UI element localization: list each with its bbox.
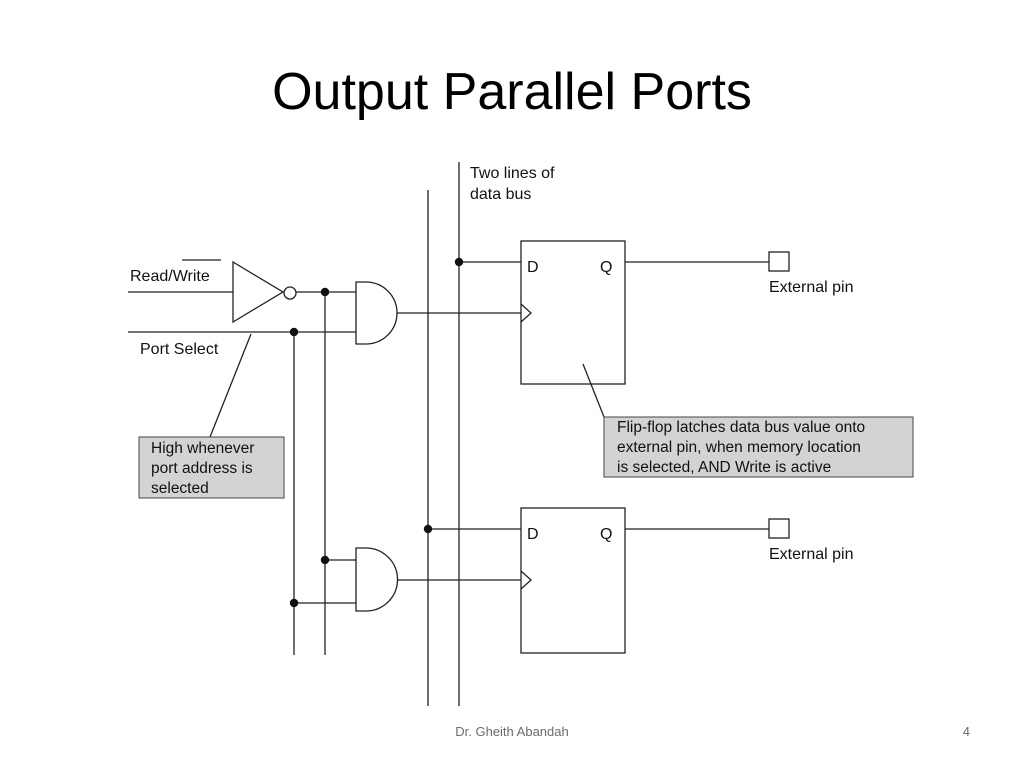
flip-flop-note-line3: is selected, AND Write is active: [617, 459, 831, 476]
and-gate-bottom: [355, 547, 399, 612]
port-select-label: Port Select: [140, 341, 219, 358]
flip-flop-bottom: [520, 507, 626, 654]
read-write-label: Read/Write: [130, 268, 210, 285]
external-pin-bottom: [768, 518, 790, 539]
junction-dot: [289, 598, 299, 608]
inverter-bubble: [283, 286, 297, 300]
external-pin-top-label: External pin: [769, 279, 854, 296]
flip-flop-bottom-clock: [520, 570, 532, 590]
flip-flop-top-d-label: D: [527, 259, 539, 276]
junction-dot: [320, 287, 330, 297]
flip-flop-note-line1: Flip-flop latches data bus value onto: [617, 419, 865, 436]
flip-flop-top: [520, 240, 626, 385]
junction-dot: [423, 524, 433, 534]
flip-flop-top-clock: [520, 303, 532, 323]
data-bus-label-line1: Two lines of: [470, 165, 555, 182]
port-select-callout-leader: [209, 333, 252, 438]
junction-dot: [320, 555, 330, 565]
flip-flop-callout-box: [603, 416, 914, 478]
flip-flop-bottom-d-label: D: [527, 526, 539, 543]
and-gate-top: [355, 281, 398, 345]
junction-dot: [454, 257, 464, 267]
port-select-note-line3: selected: [151, 480, 209, 497]
page-number: 4: [962, 724, 970, 739]
port-select-note-line2: port address is: [151, 460, 253, 477]
flip-flop-callout-leader: [582, 363, 605, 418]
inverter-gate: [232, 260, 285, 324]
slide-title: Output Parallel Ports: [272, 63, 752, 121]
junction-dot: [289, 327, 299, 337]
external-pin-top: [768, 251, 790, 272]
data-bus-label-line2: data bus: [470, 186, 531, 203]
flip-flop-bottom-q-label: Q: [600, 526, 612, 543]
port-select-note-line1: High whenever: [151, 440, 254, 457]
external-pin-bottom-label: External pin: [769, 546, 854, 563]
footer-author: Dr. Gheith Abandah: [455, 724, 569, 739]
flip-flop-top-q-label: Q: [600, 259, 612, 276]
port-select-callout-box: [138, 436, 285, 499]
flip-flop-note-line2: external pin, when memory location: [617, 439, 861, 456]
